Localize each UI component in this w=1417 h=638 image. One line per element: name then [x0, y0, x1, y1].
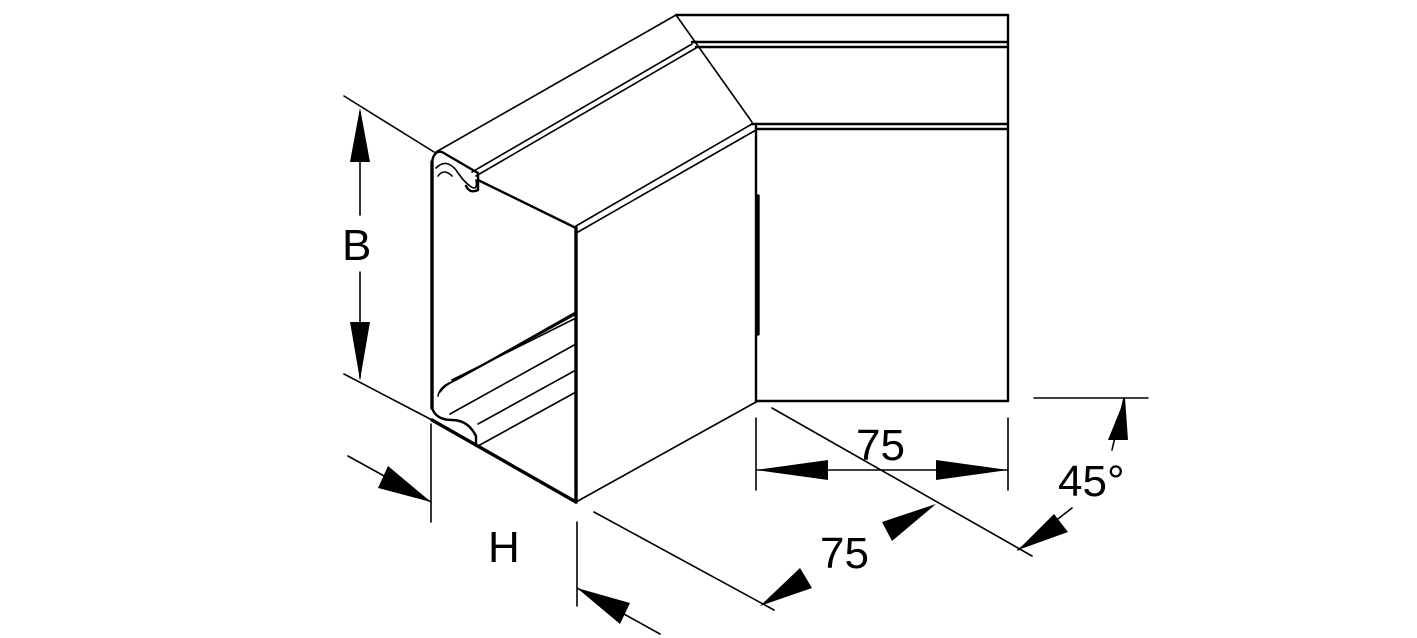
label-75-diagonal: 75 — [820, 529, 869, 578]
dimension-75-horizontal — [755, 417, 1009, 491]
dimension-angle — [1017, 397, 1149, 551]
duct-diagonal-leg — [435, 14, 760, 504]
label-angle: 45° — [1058, 457, 1125, 506]
duct-straight-leg — [674, 13, 1010, 403]
label-h: H — [488, 523, 520, 572]
dimension-h — [347, 423, 661, 635]
label-75-horizontal: 75 — [856, 421, 905, 470]
duct-front-section — [430, 150, 578, 504]
dimension-b — [343, 95, 435, 421]
dimension-75-diagonal — [593, 407, 1033, 611]
label-b: B — [342, 221, 371, 270]
